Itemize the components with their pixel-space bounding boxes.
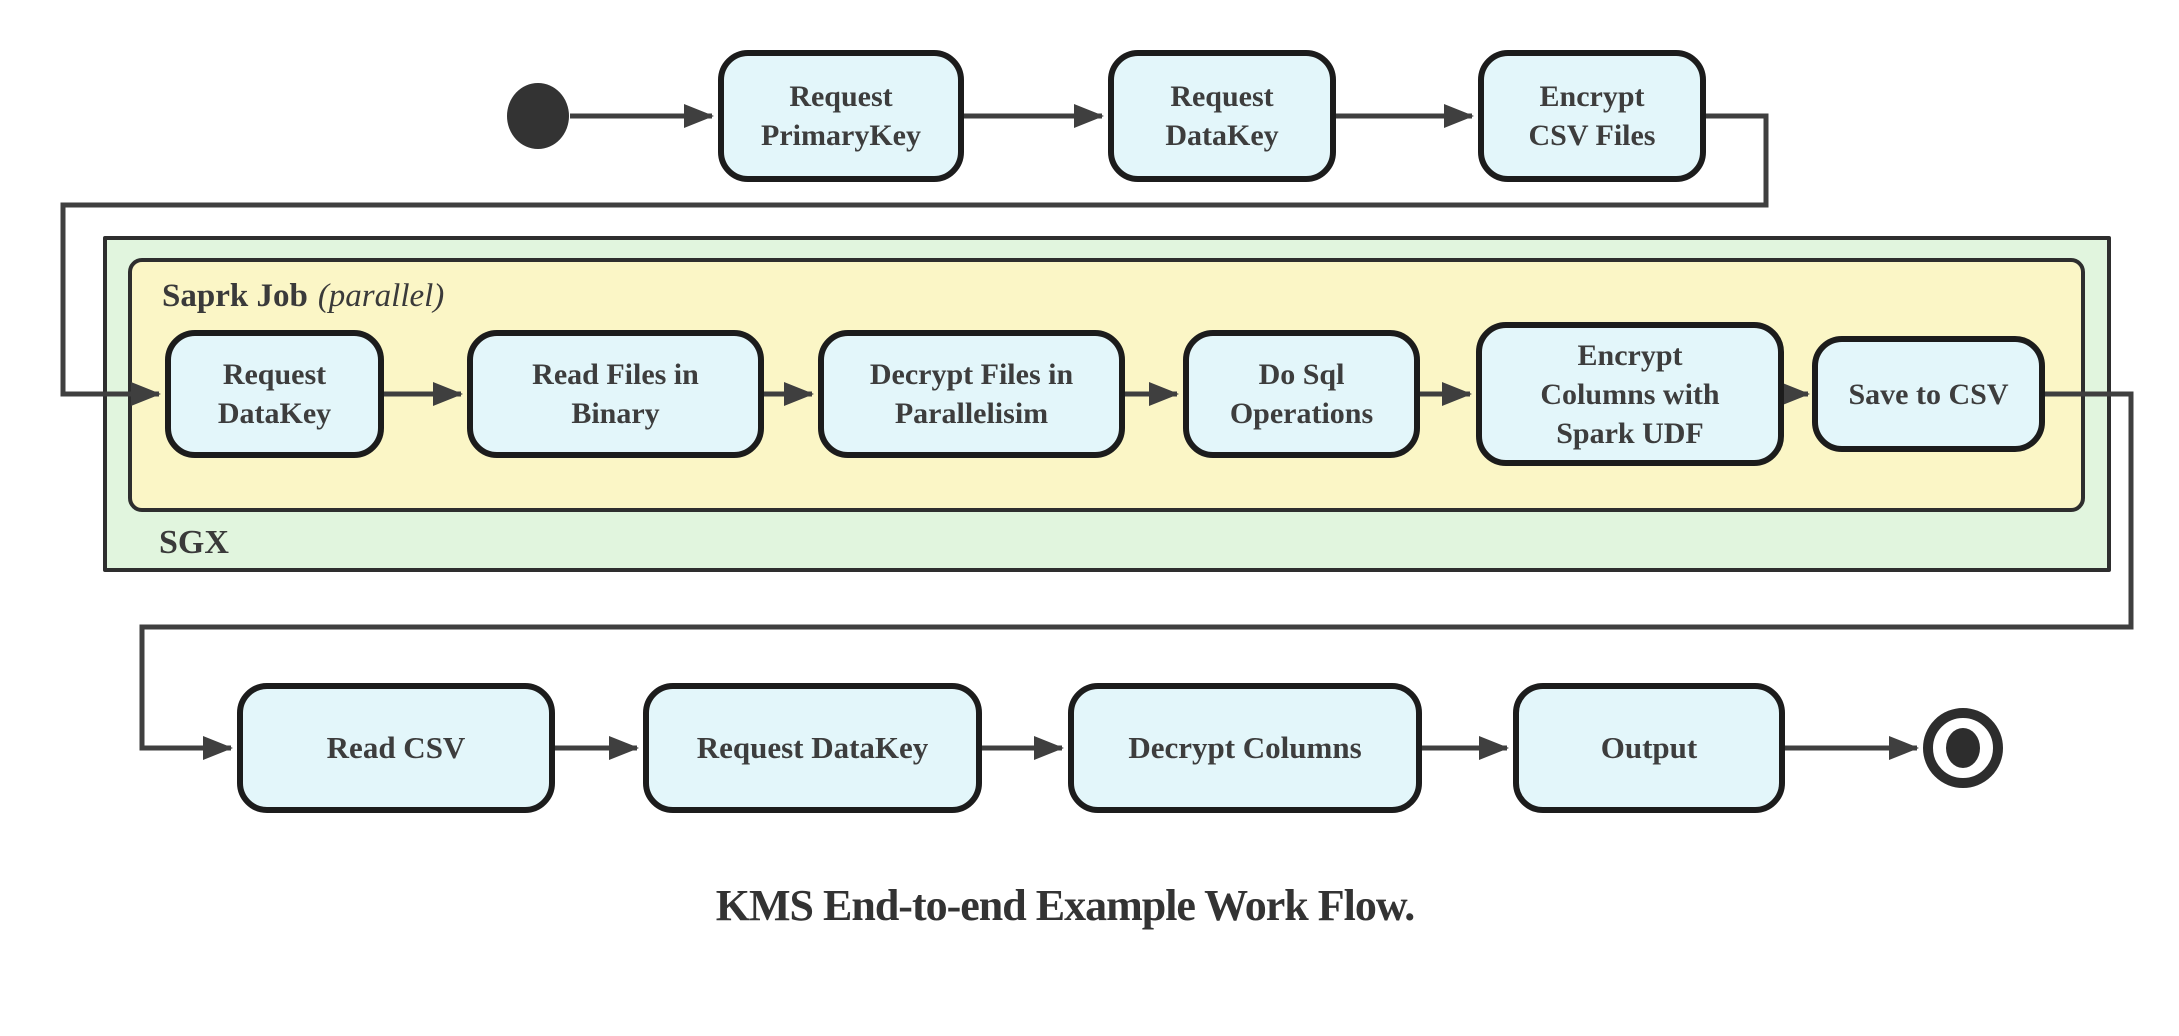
- activity-label: Read Files in Binary: [532, 358, 699, 430]
- activity-label: Request DataKey: [696, 729, 929, 765]
- activity-node-request-datakey-sgx: Request DataKey: [165, 330, 384, 458]
- activity-label: Request DataKey: [1165, 80, 1279, 152]
- activity-label: Request PrimaryKey: [761, 80, 921, 152]
- start-node: [507, 83, 569, 149]
- diagram-caption: KMS End-to-end Example Work Flow.: [715, 881, 1415, 930]
- sgx-container-label: SGX: [159, 524, 229, 561]
- end-node-dot: [1946, 728, 1980, 768]
- activity-label: Encrypt CSV Files: [1528, 80, 1656, 152]
- activity-label: Decrypt Files in Parallelisim: [869, 358, 1074, 430]
- activity-label: Do Sql Operations: [1229, 358, 1374, 430]
- activity-node-encrypt-csv-files: Encrypt CSV Files: [1478, 50, 1706, 182]
- activity-node-save-to-csv: Save to CSV: [1812, 336, 2045, 452]
- activity-node-do-sql-operations: Do Sql Operations: [1183, 330, 1420, 458]
- spark-job-qualifier: (parallel): [317, 278, 445, 314]
- activity-node-encrypt-columns-with-spark-udf: Encrypt Columns with Spark UDF: [1476, 322, 1784, 466]
- activity-node-read-files-in-binary: Read Files in Binary: [467, 330, 764, 458]
- activity-label: Decrypt Columns: [1128, 729, 1362, 765]
- activity-node-request-datakey-top: Request DataKey: [1108, 50, 1336, 182]
- activity-node-decrypt-columns: Decrypt Columns: [1068, 683, 1422, 813]
- activity-node-request-datakey-bottom: Request DataKey: [643, 683, 982, 813]
- spark-job-container-label: Saprk Job(parallel): [162, 278, 444, 315]
- activity-label: Save to CSV: [1848, 377, 2009, 411]
- activity-label: Read CSV: [326, 729, 466, 765]
- activity-node-output: Output: [1513, 683, 1785, 813]
- activity-node-read-csv: Read CSV: [237, 683, 555, 813]
- activity-node-decrypt-files-in-parallelisim: Decrypt Files in Parallelisim: [818, 330, 1125, 458]
- spark-job-title: Saprk Job: [162, 278, 308, 314]
- activity-label: Request DataKey: [217, 358, 332, 430]
- activity-label: Encrypt Columns with Spark UDF: [1540, 338, 1720, 450]
- end-node: [1923, 708, 2003, 788]
- activity-label: Output: [1600, 729, 1698, 765]
- activity-node-request-primarykey: Request PrimaryKey: [718, 50, 964, 182]
